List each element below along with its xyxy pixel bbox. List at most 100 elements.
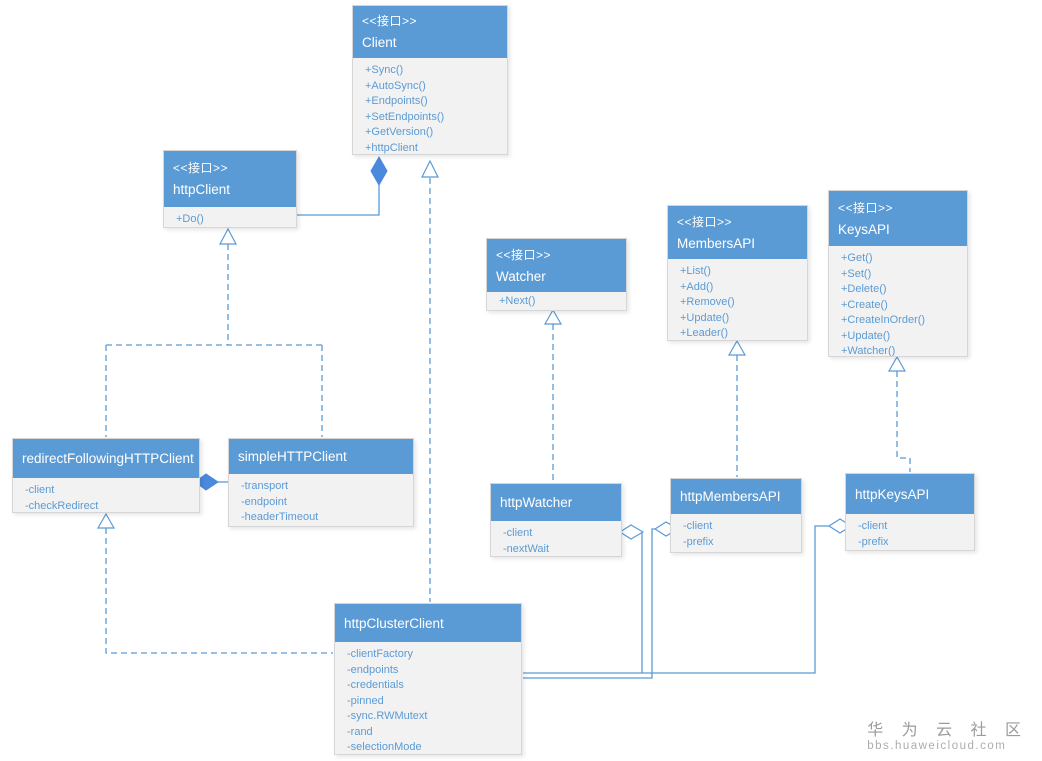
generalization-arrow-icon	[887, 355, 907, 372]
edge-keysapi-httpkeysapi-realization	[887, 355, 911, 472]
class-box-httpclient[interactable]: <<接口>> httpClient +Do()	[163, 150, 297, 228]
edge-redirect-simple-composition	[194, 473, 228, 491]
member: +Create()	[841, 298, 888, 311]
member: +Watcher()	[841, 345, 896, 356]
member: +SetEndpoints()	[365, 110, 445, 123]
member: +Sync()	[365, 64, 404, 76]
member: -transport	[241, 480, 289, 492]
class-members: -client -checkRedirect	[13, 478, 199, 512]
member: -checkRedirect	[25, 499, 99, 512]
generalization-arrow-icon	[543, 308, 563, 325]
edge-redirect-httpclusterclient-realization	[96, 512, 333, 654]
member: -endpoints	[347, 663, 399, 676]
edge-httpclient-implementations	[105, 227, 323, 437]
member: -prefix	[683, 535, 714, 548]
member: -credentials	[347, 679, 404, 691]
class-box-keysapi[interactable]: <<接口>> KeysAPI +Get() +Set() +Delete() +…	[828, 190, 968, 357]
member: +List()	[680, 265, 711, 277]
class-members: +List() +Add() +Remove() +Update() +Lead…	[668, 259, 807, 340]
stereotype-label: <<接口>>	[362, 14, 418, 28]
member: +Set()	[841, 267, 872, 280]
generalization-arrow-icon	[727, 339, 747, 356]
member: +Add()	[680, 280, 714, 293]
class-members: -client -prefix	[846, 514, 974, 550]
class-name: httpMembersAPI	[680, 489, 781, 504]
class-name: simpleHTTPClient	[238, 449, 347, 464]
member: +Update()	[841, 329, 891, 342]
class-header: <<接口>> MembersAPI	[668, 206, 807, 259]
member: -prefix	[858, 535, 889, 548]
class-box-client[interactable]: <<接口>> Client +Sync() +AutoSync() +Endpo…	[352, 5, 508, 155]
member: -pinned	[347, 694, 384, 707]
class-box-httpkeysapi[interactable]: httpKeysAPI -client -prefix	[845, 473, 975, 551]
member: -client	[503, 527, 533, 539]
class-members: -client -nextWait	[491, 521, 621, 556]
member: -rand	[347, 725, 373, 738]
watermark-title: 华 为 云 社 区	[867, 722, 1028, 739]
member: -client	[683, 520, 713, 532]
member: -headerTimeout	[241, 511, 319, 523]
watermark-url: bbs.huaweicloud.com	[867, 740, 1007, 752]
class-box-simplehttpclient[interactable]: simpleHTTPClient -transport -endpoint -h…	[228, 438, 414, 527]
class-box-watcher[interactable]: <<接口>> Watcher +Next()	[486, 238, 627, 311]
edge-httpclusterclient-httpwatcher-aggregation	[618, 524, 645, 673]
member: +Delete()	[841, 283, 887, 295]
class-box-membersapi[interactable]: <<接口>> MembersAPI +List() +Add() +Remove…	[667, 205, 808, 341]
class-header: httpClusterClient	[335, 604, 521, 642]
class-members: -client -prefix	[671, 514, 801, 552]
class-header: <<接口>> httpClient	[164, 151, 296, 207]
edge-client-httpclient-composition	[297, 155, 388, 216]
generalization-arrow-icon	[421, 159, 439, 178]
stereotype-label: <<接口>>	[838, 200, 894, 215]
class-members: +Next()	[487, 292, 626, 310]
edge-membersapi-httpmembersapi-realization	[727, 339, 747, 477]
composition-diamond-icon	[194, 473, 219, 491]
class-members: +Get() +Set() +Delete() +Create() +Creat…	[829, 246, 967, 356]
class-name: httpWatcher	[500, 495, 573, 510]
member: -endpoint	[241, 495, 287, 508]
watermark: 华 为 云 社 区 bbs.huaweicloud.com	[867, 722, 1028, 753]
class-header: <<接口>> KeysAPI	[829, 191, 967, 246]
class-box-httpclusterclient[interactable]: httpClusterClient -clientFactory -endpoi…	[334, 603, 522, 755]
class-header: httpMembersAPI	[671, 479, 801, 514]
stereotype-label: <<接口>>	[677, 214, 733, 229]
class-box-httpmembersapi[interactable]: httpMembersAPI -client -prefix	[670, 478, 802, 553]
member: +Do()	[176, 213, 204, 225]
class-header: simpleHTTPClient	[229, 439, 413, 474]
member: +Next()	[499, 295, 536, 307]
class-box-redirectfollowinghttpclient[interactable]: redirectFollowingHTTPClient -client -che…	[12, 438, 200, 513]
member: -client	[25, 484, 55, 496]
class-members: -transport -endpoint -headerTimeout	[229, 474, 413, 526]
member: +Remove()	[680, 296, 735, 308]
class-name: MembersAPI	[677, 235, 756, 251]
class-header: httpWatcher	[491, 484, 621, 521]
member: +Update()	[680, 311, 730, 324]
class-header: <<接口>> Client	[353, 6, 507, 58]
aggregation-diamond-icon	[618, 524, 645, 540]
member: +Get()	[841, 252, 873, 264]
edge-client-httpclusterclient-realization	[421, 159, 439, 602]
class-members: -clientFactory -endpoints -credentials -…	[335, 642, 521, 754]
class-members: +Do()	[164, 207, 296, 227]
class-name: httpClient	[173, 182, 231, 197]
class-header: httpKeysAPI	[846, 474, 974, 514]
class-members: +Sync() +AutoSync() +Endpoints() +SetEnd…	[353, 58, 507, 154]
class-box-httpwatcher[interactable]: httpWatcher -client -nextWait	[490, 483, 622, 557]
class-name: httpKeysAPI	[855, 486, 930, 502]
member: -clientFactory	[347, 648, 414, 660]
class-name: Client	[362, 35, 397, 50]
member: -client	[858, 520, 888, 532]
stereotype-label: <<接口>>	[173, 161, 229, 175]
stereotype-label: <<接口>>	[496, 247, 552, 262]
member: +AutoSync()	[365, 79, 426, 92]
member: +httpClient	[365, 141, 418, 154]
edge-watcher-httpwatcher-realization	[543, 308, 563, 482]
generalization-arrow-icon	[96, 512, 116, 529]
class-name: Watcher	[496, 268, 546, 284]
member: +Endpoints()	[365, 95, 428, 107]
class-name: httpClusterClient	[344, 615, 444, 631]
member: -sync.RWMutext	[347, 710, 428, 722]
member: -nextWait	[503, 542, 550, 555]
member: +Leader()	[680, 327, 729, 339]
member: -selectionMode	[347, 741, 422, 753]
